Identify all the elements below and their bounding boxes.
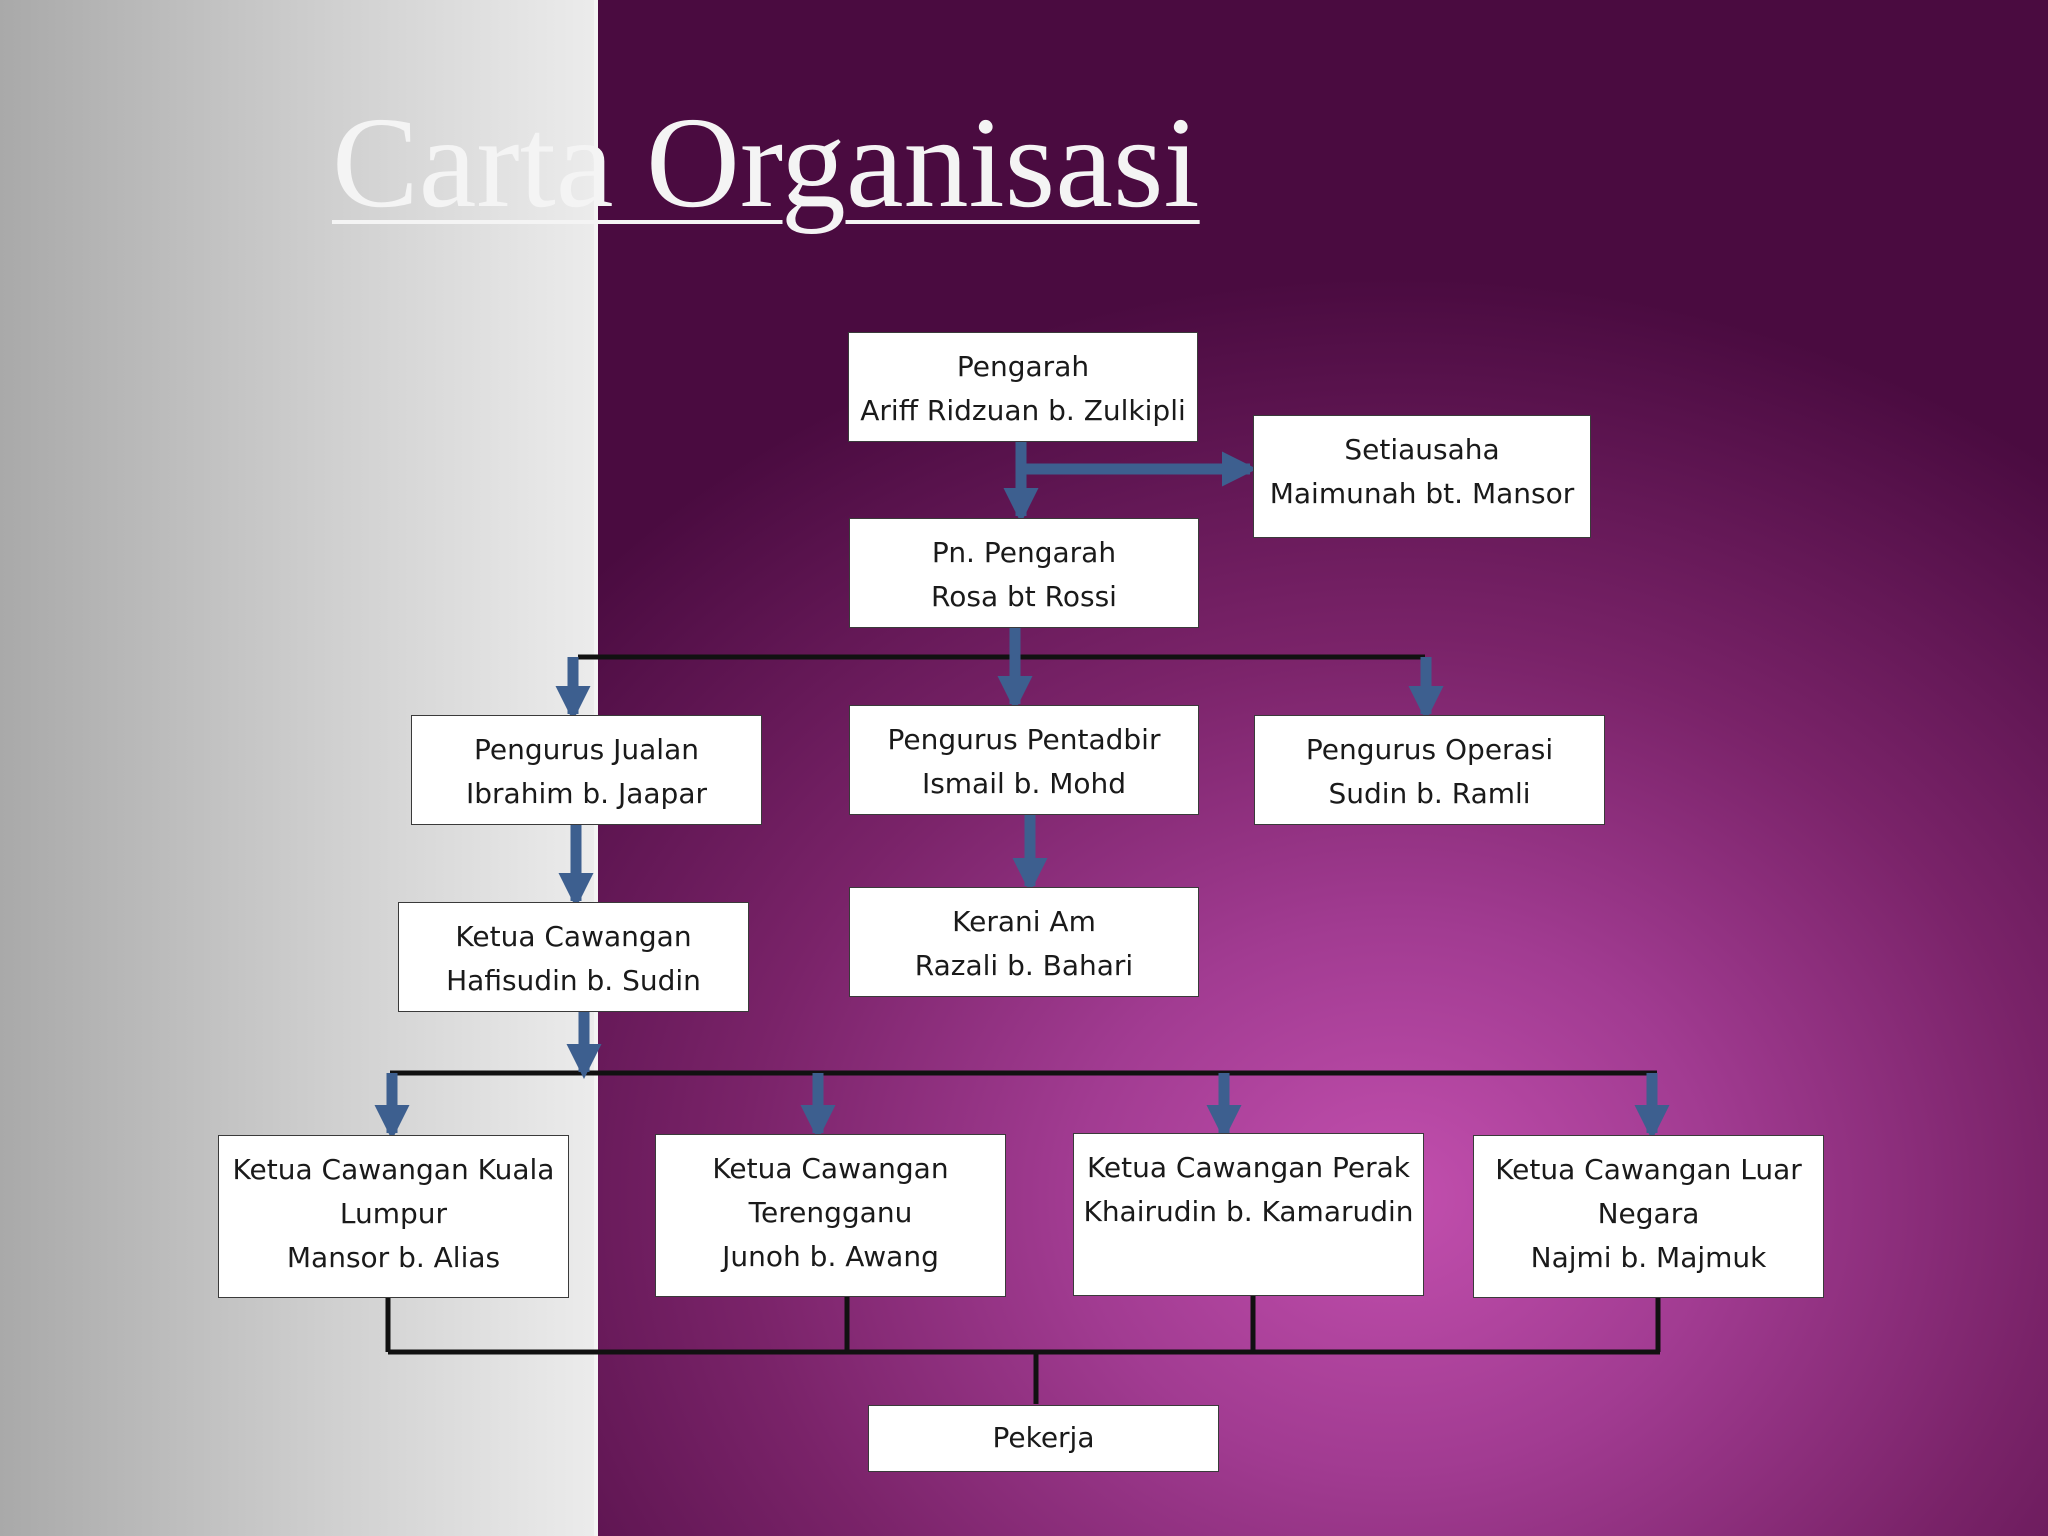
node-person-name: Najmi b. Majmuk	[1530, 1241, 1767, 1274]
node-role: Ketua Cawangan	[712, 1152, 949, 1185]
node-role: Pengurus Operasi	[1305, 733, 1554, 766]
node-role: Ketua Cawangan Perak	[1086, 1151, 1411, 1184]
node-role: Pn. Pengarah	[931, 536, 1117, 569]
node-ketua-perak: Ketua Cawangan Perak Khairudin b. Kamaru…	[1073, 1133, 1424, 1296]
blue-arrow-group	[374, 440, 1670, 1141]
page-title: Carta Organisasi	[332, 91, 1200, 235]
node-pengurus-pentadbir: Pengurus Pentadbir Ismail b. Mohd	[849, 705, 1199, 815]
node-person-name: Khairudin b. Kamarudin	[1083, 1195, 1414, 1228]
node-role-continued: Terengganu	[748, 1196, 913, 1229]
black-connector-group	[385, 654, 1661, 1404]
node-person-name: Ibrahim b. Jaapar	[466, 777, 707, 810]
node-person-name: Junoh b. Awang	[722, 1240, 939, 1273]
node-role: Pengarah	[956, 350, 1090, 383]
node-role-continued: Lumpur	[339, 1197, 448, 1230]
node-role: Ketua Cawangan Luar	[1495, 1153, 1802, 1186]
node-role: Setiausaha	[1344, 433, 1500, 466]
node-person-name: Rosa bt Rossi	[931, 580, 1117, 613]
node-ketua-luar-negara: Ketua Cawangan Luar Negara Najmi b. Majm…	[1473, 1135, 1824, 1298]
node-role: Kerani Am	[952, 905, 1096, 938]
node-pengarah: Pengarah Ariff Ridzuan b. Zulkipli	[848, 332, 1198, 442]
node-pekerja: Pekerja	[868, 1405, 1219, 1472]
node-kerani-am: Kerani Am Razali b. Bahari	[849, 887, 1199, 997]
node-person-name: Hafisudin b. Sudin	[446, 964, 701, 997]
node-role: Pekerja	[992, 1421, 1095, 1454]
node-person-name: Ismail b. Mohd	[921, 767, 1127, 800]
node-ketua-terengganu: Ketua Cawangan Terengganu Junoh b. Awang	[655, 1134, 1006, 1297]
node-pn-pengarah: Pn. Pengarah Rosa bt Rossi	[849, 518, 1199, 628]
node-person-name: Maimunah bt. Mansor	[1269, 477, 1575, 510]
node-person-name: Sudin b. Ramli	[1328, 777, 1531, 810]
node-ketua-cawangan: Ketua Cawangan Hafisudin b. Sudin	[398, 902, 749, 1012]
node-pengurus-jualan: Pengurus Jualan Ibrahim b. Jaapar	[411, 715, 762, 825]
node-role: Ketua Cawangan	[455, 920, 692, 953]
node-person-name: Ariff Ridzuan b. Zulkipli	[860, 394, 1186, 427]
node-role-continued: Negara	[1597, 1197, 1700, 1230]
node-person-name: Mansor b. Alias	[286, 1241, 501, 1274]
node-role: Ketua Cawangan Kuala	[232, 1153, 555, 1186]
node-person-name: Razali b. Bahari	[914, 949, 1134, 982]
node-role: Pengurus Jualan	[474, 733, 699, 766]
node-role: Pengurus Pentadbir	[887, 723, 1161, 756]
node-setiausaha: Setiausaha Maimunah bt. Mansor	[1253, 415, 1591, 538]
node-ketua-kuala-lumpur: Ketua Cawangan Kuala Lumpur Mansor b. Al…	[218, 1135, 569, 1298]
node-pengurus-operasi: Pengurus Operasi Sudin b. Ramli	[1254, 715, 1605, 825]
